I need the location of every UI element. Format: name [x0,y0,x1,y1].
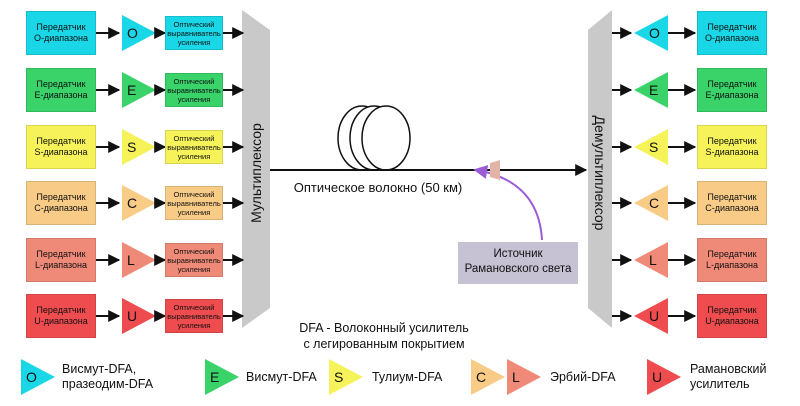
receiver-label: Передатчик S-диапазона [705,136,759,157]
receiver-label: Передатчик L-диапазона [705,249,759,270]
amplifier-l-letter: L [127,252,135,268]
legend-o-text: Висмут-DFA, празеодим-DFA [62,362,154,391]
amplifier-rx-u-letter: U [649,308,660,324]
dfa-note: DFA - Волоконный усилитель с легированны… [299,321,469,351]
legend-e-letter: E [210,369,220,385]
receiver-label: Передатчик E-диапазона [705,79,759,100]
transmitter-label: Передатчик L-диапазона [34,249,88,270]
legend-l-letter: L [512,369,520,385]
receiver-c: Передатчик C-диапазона [697,181,767,225]
gain-equalizer-u: Оптический выравниватель усиления [165,299,223,333]
amplifier-c-symbol [122,185,156,221]
amplifier-s-letter: S [127,139,137,155]
transmitter-label: Передатчик C-диапазона [34,192,88,213]
legend-e-symbol [205,359,239,395]
transmitter-u: Передатчик U-диапазона [26,294,96,338]
gain-equalizer-c: Оптический выравниватель усиления [165,186,223,220]
demultiplexer-label: Демультиплексор [592,115,608,231]
transmitter-o: Передатчик O-диапазона [26,11,96,55]
multiplexer-block [242,10,270,328]
fiber-label: Оптическое волокно (50 км) [293,180,463,195]
transmitter-label: Передатчик U-диапазона [34,305,88,326]
gain-equalizer-label: Оптический выравниватель усиления [167,246,221,274]
amplifier-rx-e-letter: E [649,82,659,98]
transmitter-c: Передатчик C-диапазона [26,181,96,225]
gain-equalizer-l: Оптический выравниватель усиления [165,243,223,277]
transmitter-e: Передатчик E-диапазона [26,68,96,112]
amplifier-rx-e-symbol [634,72,668,108]
gain-equalizer-label: Оптический выравниватель усиления [167,19,221,47]
receiver-u: Передатчик U-диапазона [697,294,767,338]
amplifier-rx-l-letter: L [649,252,657,268]
amplifier-e-symbol [122,72,156,108]
raman-source-label: Источник Рамановского света [464,248,572,275]
raman-pump-arrow [473,165,543,241]
amplifier-rx-c-letter: C [649,195,660,211]
gain-equalizer-o: Оптический выравниватель усиления [165,16,223,50]
amplifier-rx-c-symbol [634,185,668,221]
amplifier-rx-u-symbol [634,298,668,334]
gain-equalizer-label: Оптический выравниватель усиления [167,302,221,330]
amplifier-u-letter: U [127,308,138,324]
gain-equalizer-label: Оптический выравниватель усиления [167,133,221,161]
legend-u-symbol [647,359,681,395]
legend-c-symbol [471,359,505,395]
amplifier-rx-s-symbol [634,129,668,165]
legend-s-letter: S [334,369,344,385]
transmitter-label: Передатчик E-диапазона [34,79,88,100]
amplifier-o-letter: O [127,25,138,41]
gain-equalizer-e: Оптический выравниватель усиления [165,73,223,107]
amplifier-c-letter: C [127,195,138,211]
gain-equalizer-s: Оптический выравниватель усиления [165,130,223,164]
legend-l-symbol [507,359,541,395]
transmitter-s: Передатчик S-диапазона [26,125,96,169]
receiver-e: Передатчик E-диапазона [697,68,767,112]
gain-equalizer-label: Оптический выравниватель усиления [167,189,221,217]
legend-u-text: Рамановский усилитель [690,362,767,391]
demultiplexer-block [588,10,612,328]
receiver-o: Передатчик O-диапазона [697,11,767,55]
amplifier-l-symbol [122,242,156,278]
legend-s-symbol [329,359,363,395]
amplifier-u-symbol [122,298,156,334]
transmitter-l: Передатчик L-диапазона [26,238,96,282]
amplifier-rx-o-letter: O [649,25,660,41]
gain-equalizer-label: Оптический выравниватель усиления [167,76,221,104]
amplifier-s-symbol [122,129,156,165]
amplifier-o-symbol [122,15,156,51]
fiber-coil-loop [361,105,411,171]
amplifier-rx-l-symbol [634,242,668,278]
receiver-l: Передатчик L-диапазона [697,238,767,282]
legend-o-symbol [21,359,55,395]
legend-c-letter: C [476,369,487,385]
legend-s-text: Тулиум-DFA [372,370,443,384]
transmitter-label: Передатчик S-диапазона [34,136,88,157]
receiver-label: Передатчик C-диапазона [705,192,759,213]
legend-e-text: Висмут-DFA [246,370,317,384]
legend-l-text: Эрбий-DFA [550,370,616,384]
legend-u-letter: U [652,369,663,385]
transmitter-label: Передатчик O-диапазона [33,22,89,43]
multiplexer-label: Мультиплексор [248,123,264,223]
receiver-label: Передатчик U-диапазона [705,305,759,326]
raman-source-box [458,242,578,284]
receiver-s: Передатчик S-диапазона [697,125,767,169]
raman-coupler-icon [490,160,500,180]
amplifier-rx-o-symbol [634,15,668,51]
receiver-label: Передатчик O-диапазона [704,22,760,43]
legend-o-letter: O [26,369,37,385]
amplifier-e-letter: E [127,82,137,98]
amplifier-rx-s-letter: S [649,139,659,155]
